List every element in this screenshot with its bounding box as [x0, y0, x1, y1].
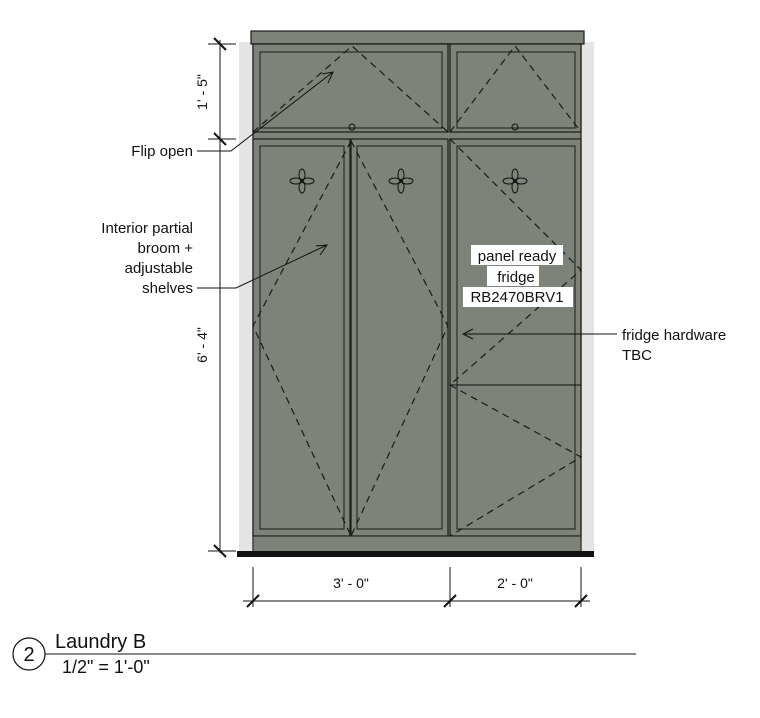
- lower-left-door[interactable]: [252, 138, 351, 537]
- view-scale: 1/2" = 1'-0": [62, 657, 150, 677]
- handle-center-icon[interactable]: [388, 168, 414, 194]
- base-recess: [252, 535, 582, 553]
- view-name: Laundry B: [55, 631, 146, 653]
- floor-line: [237, 551, 594, 557]
- fridge-label-line3: RB2470BRV1: [470, 289, 563, 306]
- upper-right-knob[interactable]: [511, 123, 519, 131]
- lower-center-door[interactable]: [350, 138, 449, 537]
- crown-molding: [250, 30, 585, 45]
- lower-height-dimension: 6' - 4": [194, 327, 210, 363]
- hardware-label-line2: TBC: [622, 347, 652, 364]
- fridge-label-line1: panel ready: [478, 248, 557, 265]
- right-side-panel: [580, 42, 594, 552]
- flip-open-label: Flip open: [131, 143, 193, 160]
- handle-left-icon[interactable]: [289, 168, 315, 194]
- right-width-dimension: 2' - 0": [497, 575, 533, 591]
- upper-right-door[interactable]: [449, 43, 582, 133]
- interior-label-line1: Interior partial: [101, 220, 193, 237]
- interior-label-line3: adjustable: [125, 260, 193, 277]
- upper-left-knob[interactable]: [348, 123, 356, 131]
- left-side-panel: [239, 42, 253, 552]
- swing-lower-left: [252, 140, 352, 537]
- view-number: 2: [23, 644, 34, 666]
- handle-right-icon[interactable]: [502, 168, 528, 194]
- swing-lower-center: [350, 140, 449, 537]
- swing-fridge-upper: [449, 138, 582, 386]
- fridge-label-bg: [471, 245, 563, 265]
- upper-height-dimension: 1' - 5": [194, 74, 210, 110]
- swing-upper-right: [449, 45, 582, 133]
- upper-left-door[interactable]: [252, 43, 449, 133]
- left-width-dimension: 3' - 0": [333, 575, 369, 591]
- flip-open-leader: [197, 71, 334, 152]
- swing-fridge-lower: [449, 384, 583, 537]
- swing-upper-left: [252, 45, 449, 133]
- interior-label-line2: broom +: [138, 240, 194, 257]
- interior-leader: [197, 244, 328, 289]
- hardware-label-line1: fridge hardware: [622, 327, 726, 344]
- interior-label-line4: shelves: [142, 280, 193, 297]
- fridge-label-line2: fridge: [497, 269, 535, 286]
